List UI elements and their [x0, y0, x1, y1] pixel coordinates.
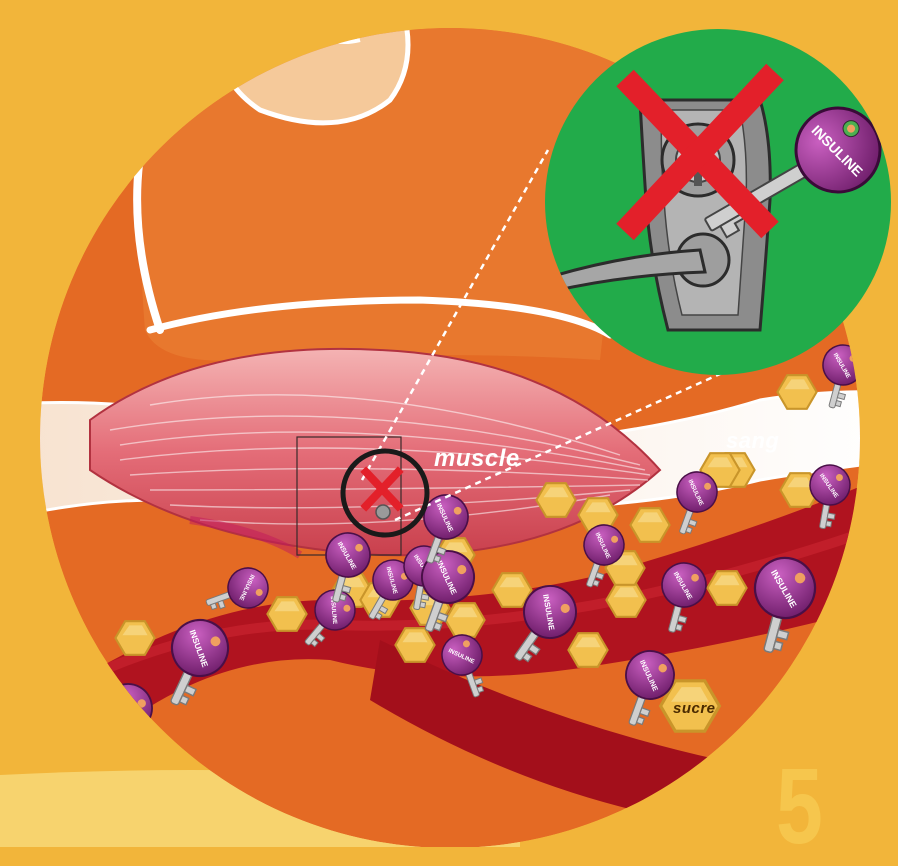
sugar-hexagon-icon	[777, 375, 816, 409]
sugar-hexagon-icon	[630, 508, 669, 542]
sugar-label: sucre	[673, 700, 716, 717]
step-number: 5	[776, 752, 823, 860]
sugar-hexagon-icon	[707, 571, 746, 605]
sugar-hexagon-icon	[267, 597, 306, 631]
muscle-label: muscle	[434, 445, 520, 473]
sugar-hexagon-icon	[536, 483, 575, 517]
insulin-resistance-illustration: INSULINE	[0, 0, 898, 847]
sugar-hexagon-icon	[606, 583, 645, 617]
sugar-hexagon-icon	[568, 633, 607, 667]
sugar-hexagon-icon	[395, 628, 434, 662]
sugar-hexagon-icon	[445, 603, 484, 637]
blood-label: sang	[726, 428, 779, 454]
illustration-scene: INSULINE	[0, 0, 898, 847]
sugar-hexagon-icon	[115, 621, 154, 655]
